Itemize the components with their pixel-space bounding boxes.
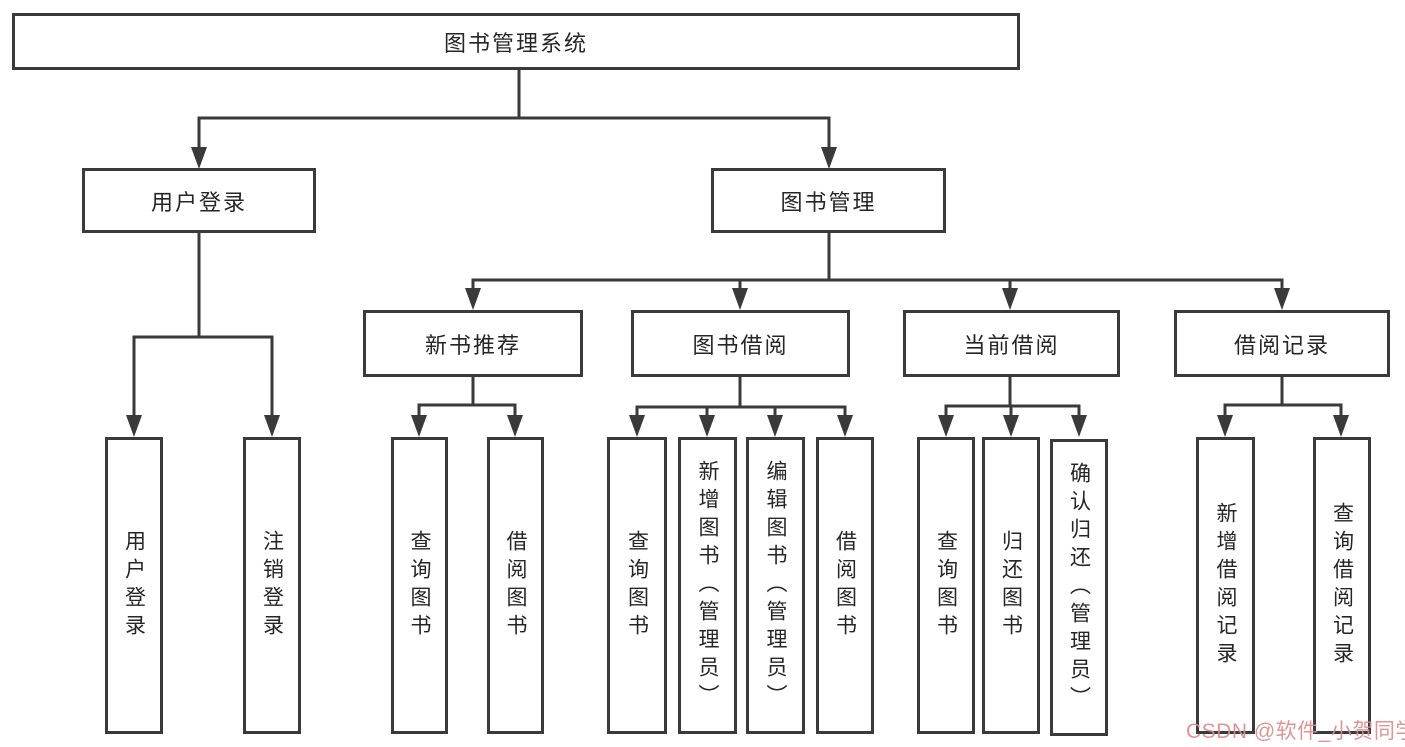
leaf-add-borrow-record-label: 新增借阅记录 — [1214, 501, 1238, 670]
leaf-query-books-borrowing: 查询图书 — [607, 437, 667, 734]
leaf-borrow-books-recommend: 借阅图书 — [487, 437, 544, 734]
leaf-query-books-recommend: 查询图书 — [391, 437, 448, 734]
node-user-login: 用户登录 — [82, 168, 316, 233]
leaf-query-books-recommend-label: 查询图书 — [408, 529, 432, 642]
node-book-management: 图书管理 — [711, 168, 946, 233]
connector-arrowheads — [126, 147, 1349, 437]
node-library-management-system: 图书管理系统 — [12, 13, 1020, 70]
leaf-return-books: 归还图书 — [982, 437, 1040, 734]
leaf-confirm-return-admin: 确认归还（管理员） — [1050, 439, 1108, 736]
leaf-query-books-current-label: 查询图书 — [934, 529, 958, 642]
node-new-book-recommendation: 新书推荐 — [363, 310, 583, 377]
leaf-query-books-current: 查询图书 — [917, 437, 975, 734]
leaf-logout: 注销登录 — [243, 437, 301, 734]
leaf-return-books-label: 归还图书 — [999, 529, 1023, 642]
leaf-query-books-borrowing-label: 查询图书 — [625, 529, 649, 642]
leaf-logout-label: 注销登录 — [260, 529, 284, 642]
leaf-add-book-admin: 新增图书（管理员） — [678, 437, 737, 734]
node-current-borrowing: 当前借阅 — [903, 310, 1120, 377]
leaf-add-book-admin-label: 新增图书（管理员） — [696, 459, 720, 712]
csdn-watermark: CSDN @软件_小贺同学 — [1186, 720, 1405, 743]
node-book-borrowing: 图书借阅 — [631, 310, 850, 377]
leaf-edit-book-admin-label: 编辑图书（管理员） — [764, 459, 788, 712]
leaf-query-borrow-record-label: 查询借阅记录 — [1330, 501, 1354, 670]
leaf-edit-book-admin: 编辑图书（管理员） — [746, 437, 805, 734]
leaf-confirm-return-admin-label: 确认归还（管理员） — [1067, 461, 1091, 714]
leaf-borrow-books-recommend-label: 借阅图书 — [504, 529, 528, 642]
leaf-borrow-books-borrowing-label: 借阅图书 — [833, 529, 857, 642]
leaf-user-login: 用户登录 — [105, 437, 163, 734]
node-borrowing-records: 借阅记录 — [1174, 310, 1390, 377]
leaf-add-borrow-record: 新增借阅记录 — [1196, 437, 1255, 734]
leaf-query-borrow-record: 查询借阅记录 — [1313, 437, 1371, 734]
leaf-user-login-label: 用户登录 — [122, 529, 146, 642]
leaf-borrow-books-borrowing: 借阅图书 — [816, 437, 874, 734]
